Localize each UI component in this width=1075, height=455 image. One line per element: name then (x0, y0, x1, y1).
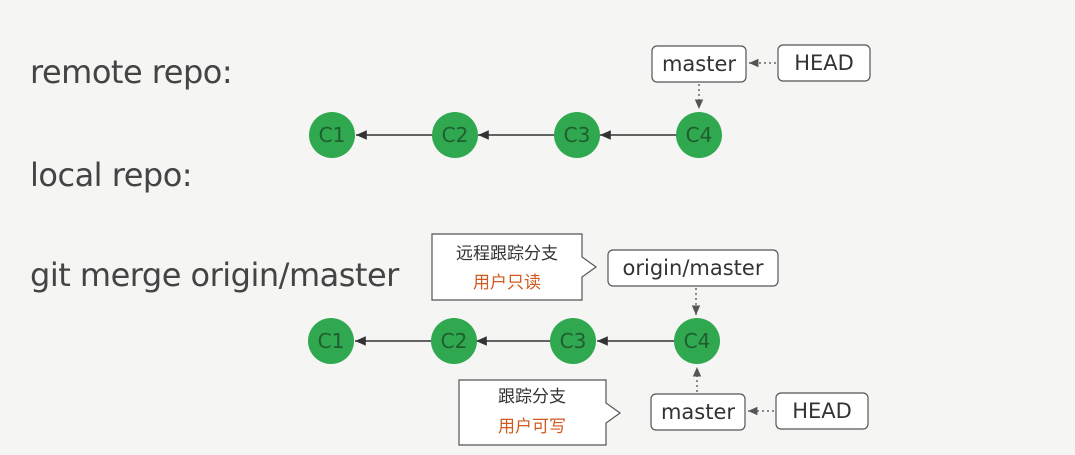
local-commit-c1-label: C1 (318, 329, 345, 353)
remote-commit-c4: C4 (676, 112, 722, 158)
local-repo-label: local repo: (30, 156, 193, 194)
remote-commit-c1-label: C1 (319, 123, 346, 147)
remote-commit-c3-label: C3 (564, 123, 591, 147)
local-commit-c1: C1 (308, 318, 354, 364)
local-commit-c2: C2 (431, 318, 477, 364)
remote-commit-c3: C3 (554, 112, 600, 158)
local-commit-c3: C3 (550, 318, 596, 364)
git-merge-command-label: git merge origin/master (30, 256, 399, 294)
remote-head-pointer: HEAD (777, 44, 871, 82)
remote-head-label: HEAD (794, 51, 854, 75)
local-commit-c2-label: C2 (441, 329, 468, 353)
tracking-branch-note: 用户可写 (498, 417, 566, 437)
remote-master-branch: master (651, 45, 747, 83)
tracking-branch-title: 跟踪分支 (498, 387, 566, 407)
local-commit-c3-label: C3 (560, 329, 587, 353)
tracking-branch-callout: 跟踪分支 用户可写 (458, 379, 622, 446)
remote-commit-c2: C2 (432, 112, 478, 158)
local-master-label: master (661, 400, 735, 424)
remote-commit-c1: C1 (309, 112, 355, 158)
origin-master-label: origin/master (623, 256, 764, 280)
remote-master-label: master (662, 52, 736, 76)
remote-repo-label: remote repo: (30, 53, 233, 91)
local-head-pointer: HEAD (775, 392, 869, 430)
local-commit-c4: C4 (674, 318, 720, 364)
remote-tracking-title: 远程跟踪分支 (456, 244, 558, 264)
local-commit-c4-label: C4 (684, 329, 711, 353)
remote-tracking-note: 用户只读 (473, 273, 541, 293)
origin-master-branch: origin/master (607, 249, 779, 287)
remote-commit-c4-label: C4 (686, 123, 713, 147)
local-head-label: HEAD (792, 399, 852, 423)
remote-tracking-callout: 远程跟踪分支 用户只读 (431, 233, 598, 301)
remote-commit-c2-label: C2 (442, 123, 469, 147)
local-master-branch: master (650, 393, 746, 431)
